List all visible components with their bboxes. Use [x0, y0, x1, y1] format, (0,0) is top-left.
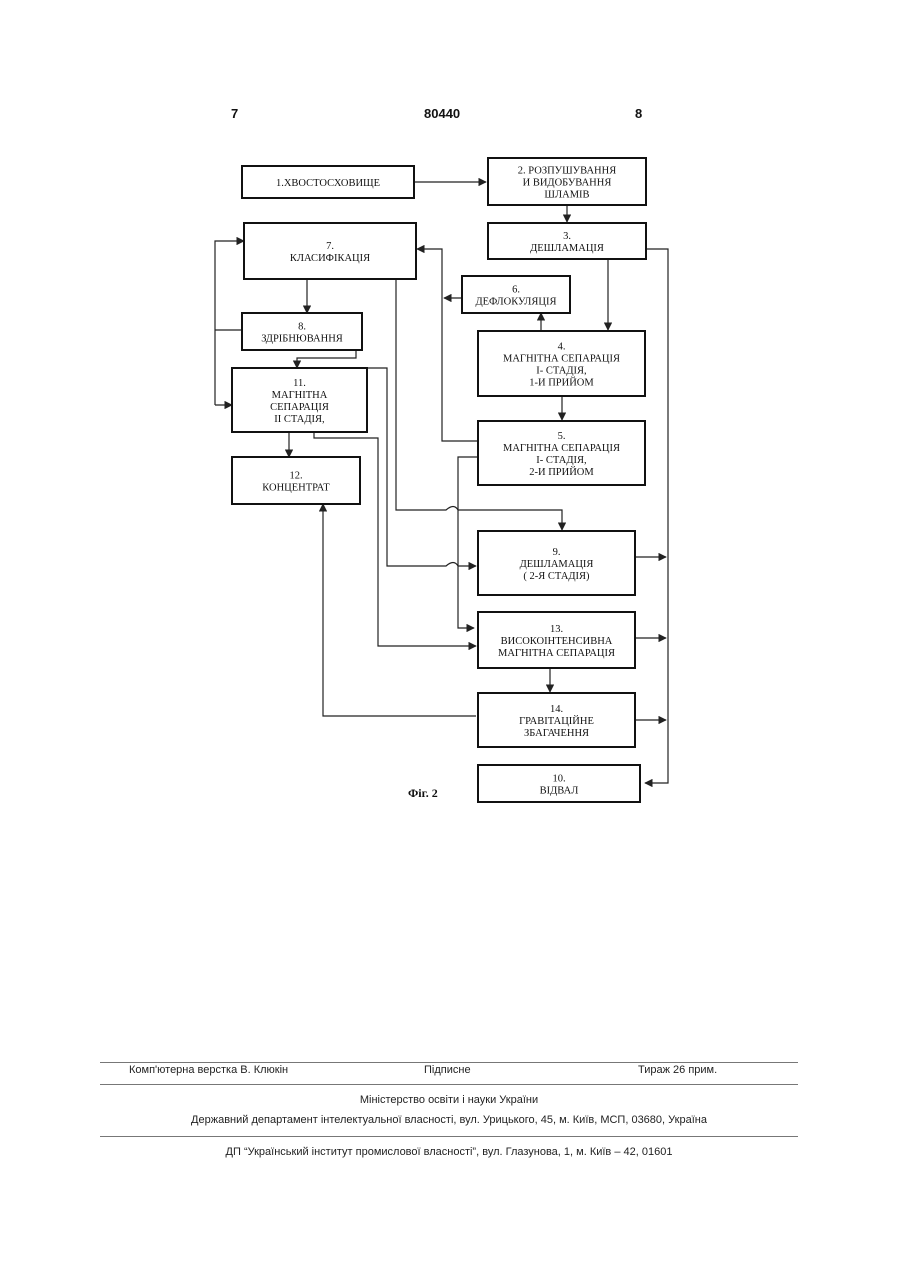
flow-box-label: ДЕФЛОКУЛЯЦІЯ: [475, 297, 556, 308]
flow-box-label: 3.: [563, 231, 571, 242]
flow-box-label: МАГНІТНА СЕПАРАЦІЯ: [503, 354, 620, 365]
flow-box-b8: 8.ЗДРІБНЮВАННЯ: [242, 313, 362, 350]
flow-box-b14: 14.ГРАВІТАЦІЙНЕЗБАГАЧЕННЯ: [478, 693, 635, 747]
footer-typesetting: Комп'ютерна верстка В. Клюкін: [129, 1064, 288, 1076]
flow-box-b10: 10.ВІДВАЛ: [478, 765, 640, 802]
flow-box-label: 7.: [326, 241, 334, 252]
flow-box-label: ДЕШЛАМАЦІЯ: [530, 243, 604, 254]
flow-box-label: 8.: [298, 322, 306, 333]
flow-box-label: 2-И ПРИЙОМ: [529, 466, 594, 478]
flowchart-boxes: 1.ХВОСТОСХОВИЩЕ 2. РОЗПУШУВАННЯИ ВИДОБУВА…: [232, 158, 646, 802]
flow-box-label: 2. РОЗПУШУВАННЯ: [518, 166, 616, 177]
flow-box-b13: 13.ВИСОКОІНТЕНСИВНАМАГНІТНА СЕПАРАЦІЯ: [478, 612, 635, 668]
flow-box-label: 11.: [293, 378, 306, 389]
footer-rule-bottom: [100, 1136, 798, 1137]
flow-box-label: 12.: [289, 471, 302, 482]
flow-box-b11: 11.МАГНІТНАСЕПАРАЦІЯІІ СТАДІЯ,: [232, 368, 367, 432]
footer-rule-top: [100, 1062, 798, 1063]
flow-box-label: МАГНІТНА СЕПАРАЦІЯ: [498, 648, 615, 659]
flow-box-label: 1-И ПРИЙОМ: [529, 377, 594, 389]
flow-box-b6: 6.ДЕФЛОКУЛЯЦІЯ: [462, 276, 570, 313]
flow-box-b2: 2. РОЗПУШУВАННЯИ ВИДОБУВАННЯШЛАМІВ: [488, 158, 646, 205]
flow-box-b7: 7.КЛАСИФІКАЦІЯ: [244, 223, 416, 279]
flow-box-label: ЗДРІБНЮВАННЯ: [261, 334, 343, 345]
flow-box-label: ВІДВАЛ: [540, 786, 579, 797]
flow-box-label: 10.: [552, 774, 565, 785]
flow-box-label: И ВИДОБУВАННЯ: [523, 178, 612, 189]
footer-rule-middle: [100, 1084, 798, 1085]
flow-box-label: КОНЦЕНТРАТ: [262, 483, 330, 494]
flow-box-label: 13.: [550, 624, 563, 635]
flow-box-label: СЕПАРАЦІЯ: [270, 402, 329, 413]
flow-box-label: МАГНІТНА СЕПАРАЦІЯ: [503, 443, 620, 454]
flow-box-label: 4.: [558, 342, 566, 353]
flow-box-label: МАГНІТНА: [272, 390, 328, 401]
flow-box-b9: 9.ДЕШЛАМАЦІЯ( 2-Я СТАДІЯ): [478, 531, 635, 595]
flow-box-label: 1.ХВОСТОСХОВИЩЕ: [276, 178, 380, 189]
flow-box-b1: 1.ХВОСТОСХОВИЩЕ: [242, 166, 414, 198]
flow-box-b12: 12.КОНЦЕНТРАТ: [232, 457, 360, 504]
flow-box-label: ІІ СТАДІЯ,: [274, 414, 324, 425]
flow-box-label: 14.: [550, 704, 563, 715]
footer-ministry: Міністерство освіти і науки України: [100, 1094, 798, 1106]
flowchart-figure: 1.ХВОСТОСХОВИЩЕ 2. РОЗПУШУВАННЯИ ВИДОБУВА…: [0, 0, 900, 820]
flow-box-label: ЗБАГАЧЕННЯ: [524, 728, 589, 739]
flow-box-label: ГРАВІТАЦІЙНЕ: [519, 715, 594, 727]
footer-institute: ДП “Український інститут промислової вла…: [100, 1146, 798, 1158]
figure-caption: Фіг. 2: [408, 786, 438, 800]
flow-box-label: ШЛАМІВ: [544, 190, 589, 201]
flow-box-label: І- СТАДІЯ,: [536, 366, 586, 377]
flow-box-label: ДЕШЛАМАЦІЯ: [520, 559, 594, 570]
flow-box-label: КЛАСИФІКАЦІЯ: [290, 253, 370, 264]
footer-circulation: Тираж 26 прим.: [638, 1064, 717, 1076]
flow-box-b5: 5.МАГНІТНА СЕПАРАЦІЯІ- СТАДІЯ,2-И ПРИЙОМ: [478, 421, 645, 485]
footer-department: Державний департамент інтелектуальної вл…: [100, 1114, 798, 1126]
flow-box-b4: 4.МАГНІТНА СЕПАРАЦІЯІ- СТАДІЯ,1-И ПРИЙОМ: [478, 331, 645, 396]
flow-box-label: ВИСОКОІНТЕНСИВНА: [501, 636, 613, 647]
flow-box-b3: 3.ДЕШЛАМАЦІЯ: [488, 223, 646, 259]
flow-box-label: І- СТАДІЯ,: [536, 455, 586, 466]
flow-box-label: 9.: [553, 547, 561, 558]
flow-box-label: ( 2-Я СТАДІЯ): [523, 571, 590, 582]
footer-signed: Підписне: [424, 1064, 471, 1076]
flow-box-label: 5.: [558, 431, 566, 442]
flow-box-label: 6.: [512, 285, 520, 296]
